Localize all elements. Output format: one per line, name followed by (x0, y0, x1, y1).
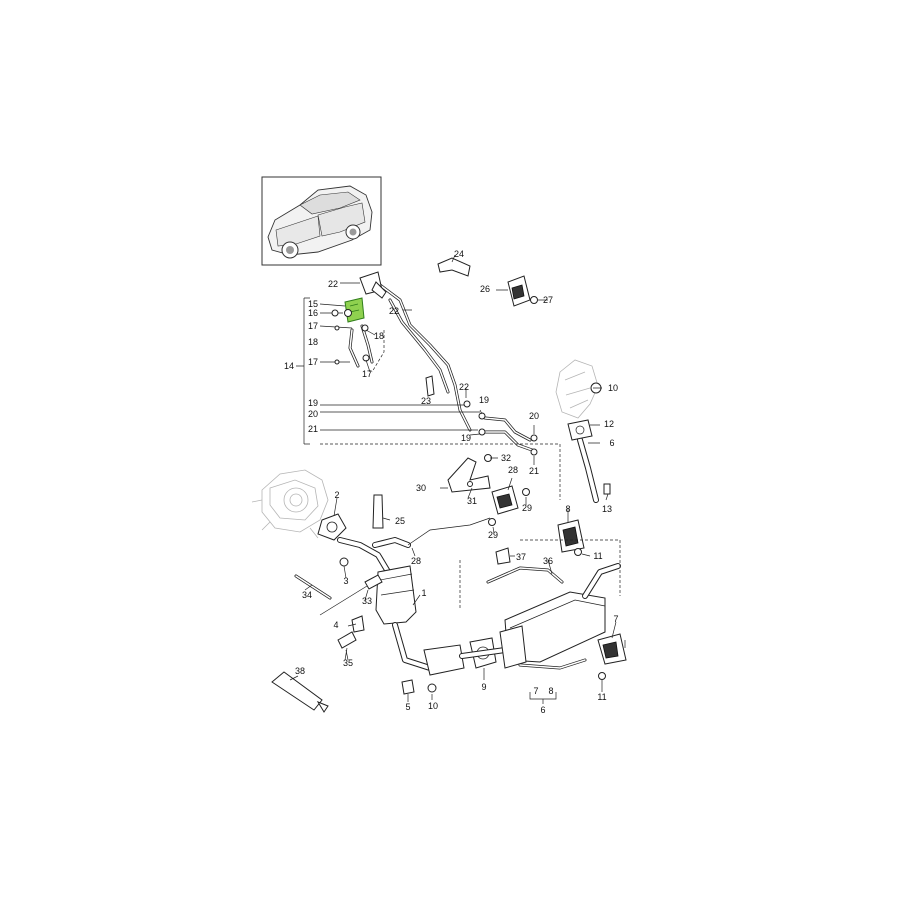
gasket-2 (317, 513, 347, 541)
bolt-23 (425, 375, 435, 397)
callout-7b: 7 (533, 686, 538, 696)
callout-33: 33 (362, 596, 372, 606)
callout-7: 7 (613, 614, 618, 624)
intake-duct-outline (555, 359, 599, 419)
callout-10b: 10 (428, 701, 438, 711)
callout-34: 34 (302, 590, 312, 600)
callout-31: 31 (467, 496, 477, 506)
callout-3: 3 (343, 576, 348, 586)
callout-1: 1 (421, 588, 426, 598)
callout-12: 12 (604, 419, 614, 429)
callout-27: 27 (543, 295, 553, 305)
callout-23: 23 (421, 396, 431, 406)
bolt-13 (603, 483, 611, 495)
callout-26: 26 (480, 284, 490, 294)
bolt-5 (401, 679, 415, 695)
bracket-22 (359, 271, 387, 299)
callout-9: 9 (481, 682, 486, 692)
temperature-sensor-leads (372, 494, 491, 546)
callout-35: 35 (343, 658, 353, 668)
callout-36: 36 (543, 556, 553, 566)
sensor-28 (484, 454, 530, 526)
sensor-33 (319, 574, 383, 616)
pipe-36 (486, 566, 564, 584)
callout-8: 8 (565, 504, 570, 514)
callout-22c: 22 (459, 382, 469, 392)
callout-24: 24 (454, 249, 464, 259)
callout-21: 21 (308, 424, 318, 434)
callout-22b: 22 (389, 306, 399, 316)
callout-17: 17 (308, 321, 318, 331)
front-exhaust-pipe (337, 537, 411, 578)
callout-29b: 29 (488, 530, 498, 540)
bracket-30 (447, 457, 491, 493)
sealant-tube-38 (271, 671, 329, 713)
rubber-mount-8 (557, 519, 585, 553)
callout-6: 6 (609, 438, 614, 448)
callout-32: 32 (501, 453, 511, 463)
callout-13: 13 (602, 504, 612, 514)
callout-14: 14 (284, 361, 294, 371)
callout-18b: 18 (374, 331, 384, 341)
flex-pipe (567, 419, 599, 503)
callout-20: 20 (308, 409, 318, 419)
catalytic-converter (375, 565, 465, 676)
callout-2: 2 (334, 490, 339, 500)
callout-6b: 6 (540, 705, 545, 715)
bracket-24 (437, 257, 471, 277)
callout-16: 16 (308, 308, 318, 318)
callout-19: 19 (308, 398, 318, 408)
callout-15: 15 (308, 299, 318, 309)
callout-17c: 17 (362, 369, 372, 379)
cable-tie-34 (294, 574, 332, 600)
callout-28b: 28 (411, 556, 421, 566)
callout-11b: 11 (597, 692, 606, 702)
nut-3 (339, 557, 349, 567)
callout-19c: 19 (461, 433, 471, 443)
sensor-35 (337, 631, 357, 661)
callout-10: 10 (608, 383, 618, 393)
callout-37: 37 (516, 552, 526, 562)
callout-18: 18 (308, 337, 318, 347)
callout-labels: 1 2 3 4 5 6 6 7 7 8 8 9 10 10 11 11 12 1… (284, 249, 619, 715)
callout-8b: 8 (548, 686, 553, 696)
rear-muffler (499, 563, 621, 670)
clip-4 (351, 615, 365, 633)
callout-21b: 21 (529, 466, 539, 476)
grouping-lines (296, 297, 621, 704)
hose-19-20-21 (478, 412, 538, 456)
callout-11: 11 (593, 551, 602, 561)
hose-17-18 (344, 309, 374, 368)
vehicle-thumbnail (261, 176, 382, 266)
valve-26 (507, 275, 538, 307)
callout-17b: 17 (308, 357, 318, 367)
nut-10-lower (427, 683, 437, 693)
bolt-11 (574, 548, 606, 680)
callout-28: 28 (508, 465, 518, 475)
callout-25: 25 (395, 516, 405, 526)
callout-22: 22 (328, 279, 338, 289)
callout-30: 30 (416, 483, 426, 493)
callout-5: 5 (405, 702, 410, 712)
clamp-37 (495, 547, 511, 565)
engine-block-outline (251, 469, 329, 539)
callout-38: 38 (295, 666, 305, 676)
callout-29: 29 (522, 503, 532, 513)
intermediate-pipe (459, 647, 508, 659)
rubber-mount-7 (597, 633, 627, 665)
callout-4: 4 (333, 620, 338, 630)
callout-19b: 19 (479, 395, 489, 405)
callout-20b: 20 (529, 411, 539, 421)
egr-pipe (378, 283, 472, 432)
fastener-dots (331, 309, 471, 408)
